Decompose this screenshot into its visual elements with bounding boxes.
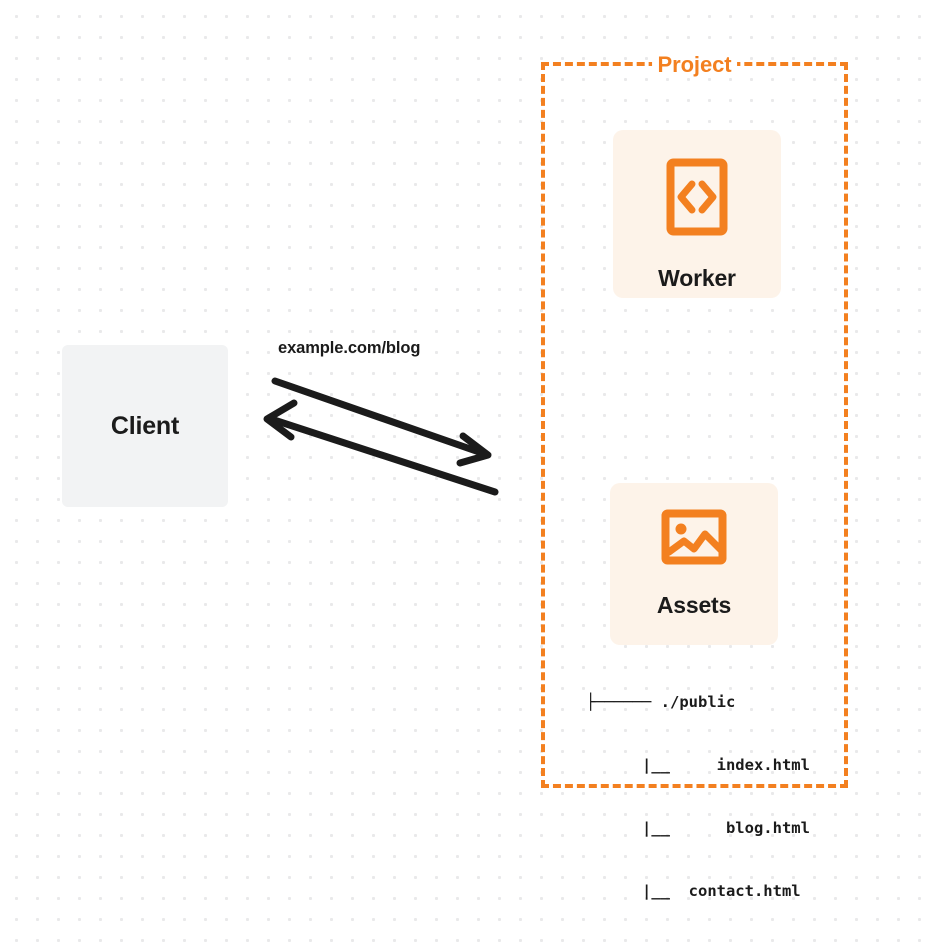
assets-file-tree: ├────── ./public |__ index.html |__ blog…	[586, 650, 810, 944]
assets-card[interactable]: Assets	[610, 483, 778, 645]
edge-label-url: example.com/blog	[278, 339, 421, 357]
file-tree-line-blog: |__ blog.html	[586, 819, 810, 837]
client-node[interactable]: Client	[62, 345, 228, 507]
file-tree-line-index: |__ index.html	[586, 756, 810, 774]
file-tree-line-root: ├────── ./public	[586, 693, 736, 711]
connector-arrows	[250, 330, 520, 520]
code-brackets-icon	[666, 158, 728, 241]
worker-card[interactable]: Worker	[613, 130, 781, 298]
assets-card-label: Assets	[656, 592, 732, 618]
response-arrow-icon	[263, 399, 499, 496]
project-title: Project	[651, 52, 738, 78]
project-container: Project	[541, 52, 848, 788]
worker-card-label: Worker	[658, 265, 736, 291]
connector-svg	[263, 377, 499, 496]
request-arrow-icon	[271, 377, 492, 467]
diagram-canvas: Client example.com/blog Project	[62, 52, 848, 900]
client-node-label: Client	[110, 411, 180, 440]
image-picture-icon	[661, 509, 727, 570]
file-tree-line-contact: |__ contact.html	[586, 882, 801, 900]
